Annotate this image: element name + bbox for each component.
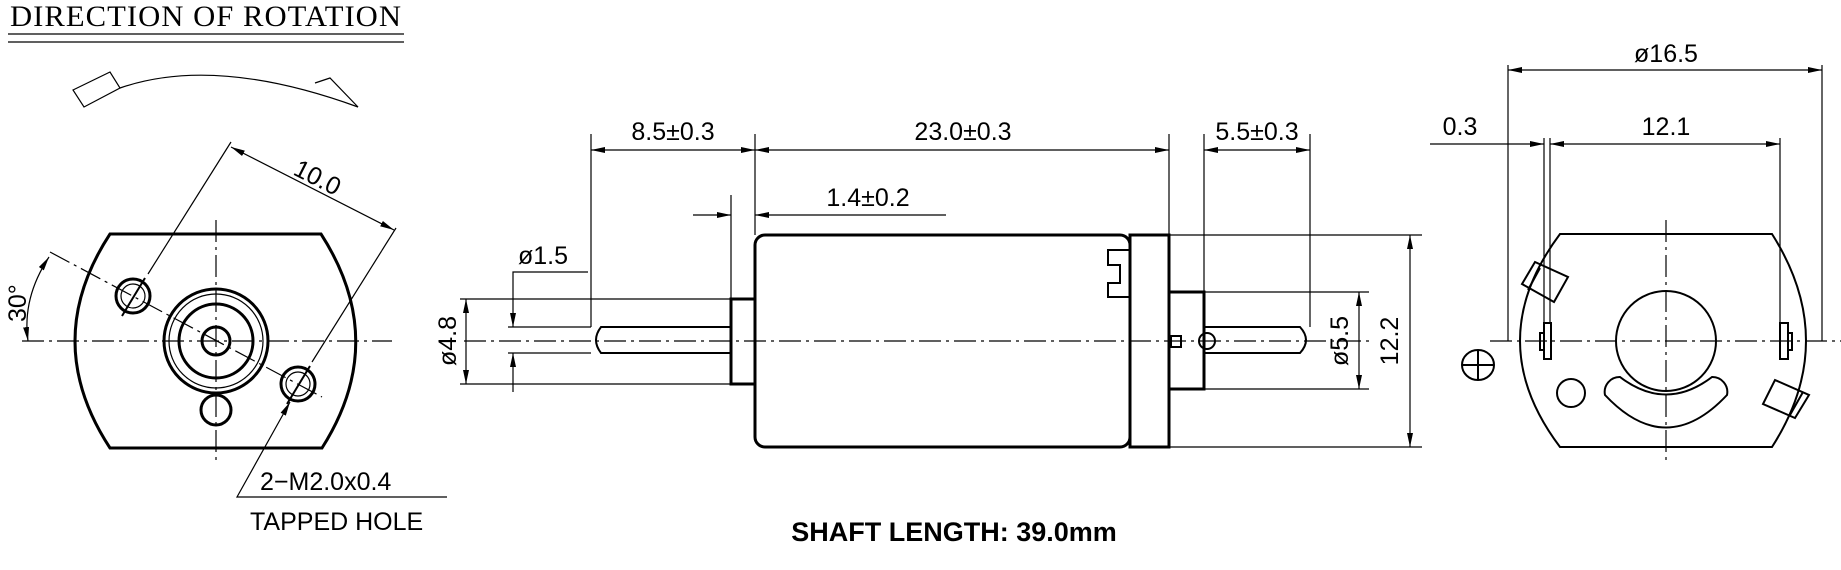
rotation-title: DIRECTION OF ROTATION (8, 0, 404, 43)
hole-centerline (49, 251, 323, 398)
body-height-label: 12.2 (1376, 317, 1404, 366)
rear-view: ø16.5 12.1 0.3 (1430, 40, 1841, 462)
brush-holder-right-line (1789, 391, 1804, 416)
hole-2-mark (286, 365, 311, 405)
front-shaft (595, 326, 731, 354)
rear-boss-diameter-label: ø5.5 (1326, 316, 1354, 366)
bearing-boss-inner (177, 302, 255, 380)
extension-line (311, 227, 397, 363)
rotation-direction-arrow-icon (72, 71, 359, 108)
tapped-hole-1 (114, 277, 152, 315)
extension-line (147, 141, 232, 275)
terminal-eyelet (1198, 332, 1216, 350)
rear-shaft (1204, 326, 1307, 354)
brush-holder-left (1520, 260, 1570, 304)
hole-1-mark (121, 277, 146, 317)
terminal-spacing-label: 12.1 (1642, 113, 1691, 141)
rear-face-outline (1519, 233, 1807, 448)
angle-dimension-arc (23, 256, 50, 342)
brush-holder-left-line (1527, 267, 1541, 291)
rear-hole (1556, 378, 1586, 408)
angle-label: 30° (4, 284, 32, 322)
end-cap-notch (1107, 249, 1130, 298)
shaft-diameter-leader (510, 271, 588, 327)
shaft-length-note: SHAFT LENGTH: 39.0mm (791, 517, 1117, 547)
terminal-right-tab (1787, 332, 1793, 351)
flange-length-label: 1.4±0.2 (826, 184, 909, 212)
shaft-diameter-label: ø1.5 (518, 242, 568, 270)
front-face-outline (73, 232, 358, 450)
body-length-label: 23.0±0.3 (914, 118, 1011, 146)
side-view: 8.5±0.3 23.0±0.3 5.5±0.3 1.4±0.2 ø1.5 ø4… (434, 118, 1422, 547)
terminal-thickness-label: 0.3 (1443, 113, 1478, 141)
polarity-plus-icon (1461, 349, 1495, 381)
tapped-hole-2-inner (285, 371, 311, 397)
rear-shaft-length-label: 5.5±0.3 (1215, 118, 1298, 146)
rear-boss (1167, 290, 1206, 391)
vent-hole (199, 393, 233, 427)
front-flange (729, 297, 757, 386)
hole-spacing-dimension (230, 146, 395, 231)
terminal-left-tab (1539, 332, 1545, 351)
tapped-hole-1-inner (120, 283, 146, 309)
brush-slot (1603, 375, 1729, 429)
tapped-hole-spec: 2−M2.0x0.4 (260, 468, 391, 496)
tapped-hole-label: TAPPED HOLE (250, 508, 423, 536)
bearing-boss-ring (168, 293, 264, 389)
brush-holder-right (1761, 378, 1811, 420)
hole-spacing-label: 10.0 (289, 154, 345, 201)
front-view: 10.0 30° 2−M2.0x0.4 TAPPED HOLE (4, 141, 447, 536)
shaft-circle (200, 325, 232, 357)
title-text: DIRECTION OF ROTATION (10, 0, 402, 33)
terminal-tab (1170, 335, 1182, 348)
tapped-hole-leader (235, 401, 447, 498)
shaft-front-length-label: 8.5±0.3 (631, 118, 714, 146)
bearing-boss-outer (162, 287, 270, 395)
rear-bearing-circle (1615, 290, 1717, 392)
outer-diameter-label: ø16.5 (1634, 40, 1698, 68)
flange-diameter-label: ø4.8 (434, 316, 462, 366)
tapped-hole-2 (279, 365, 317, 403)
